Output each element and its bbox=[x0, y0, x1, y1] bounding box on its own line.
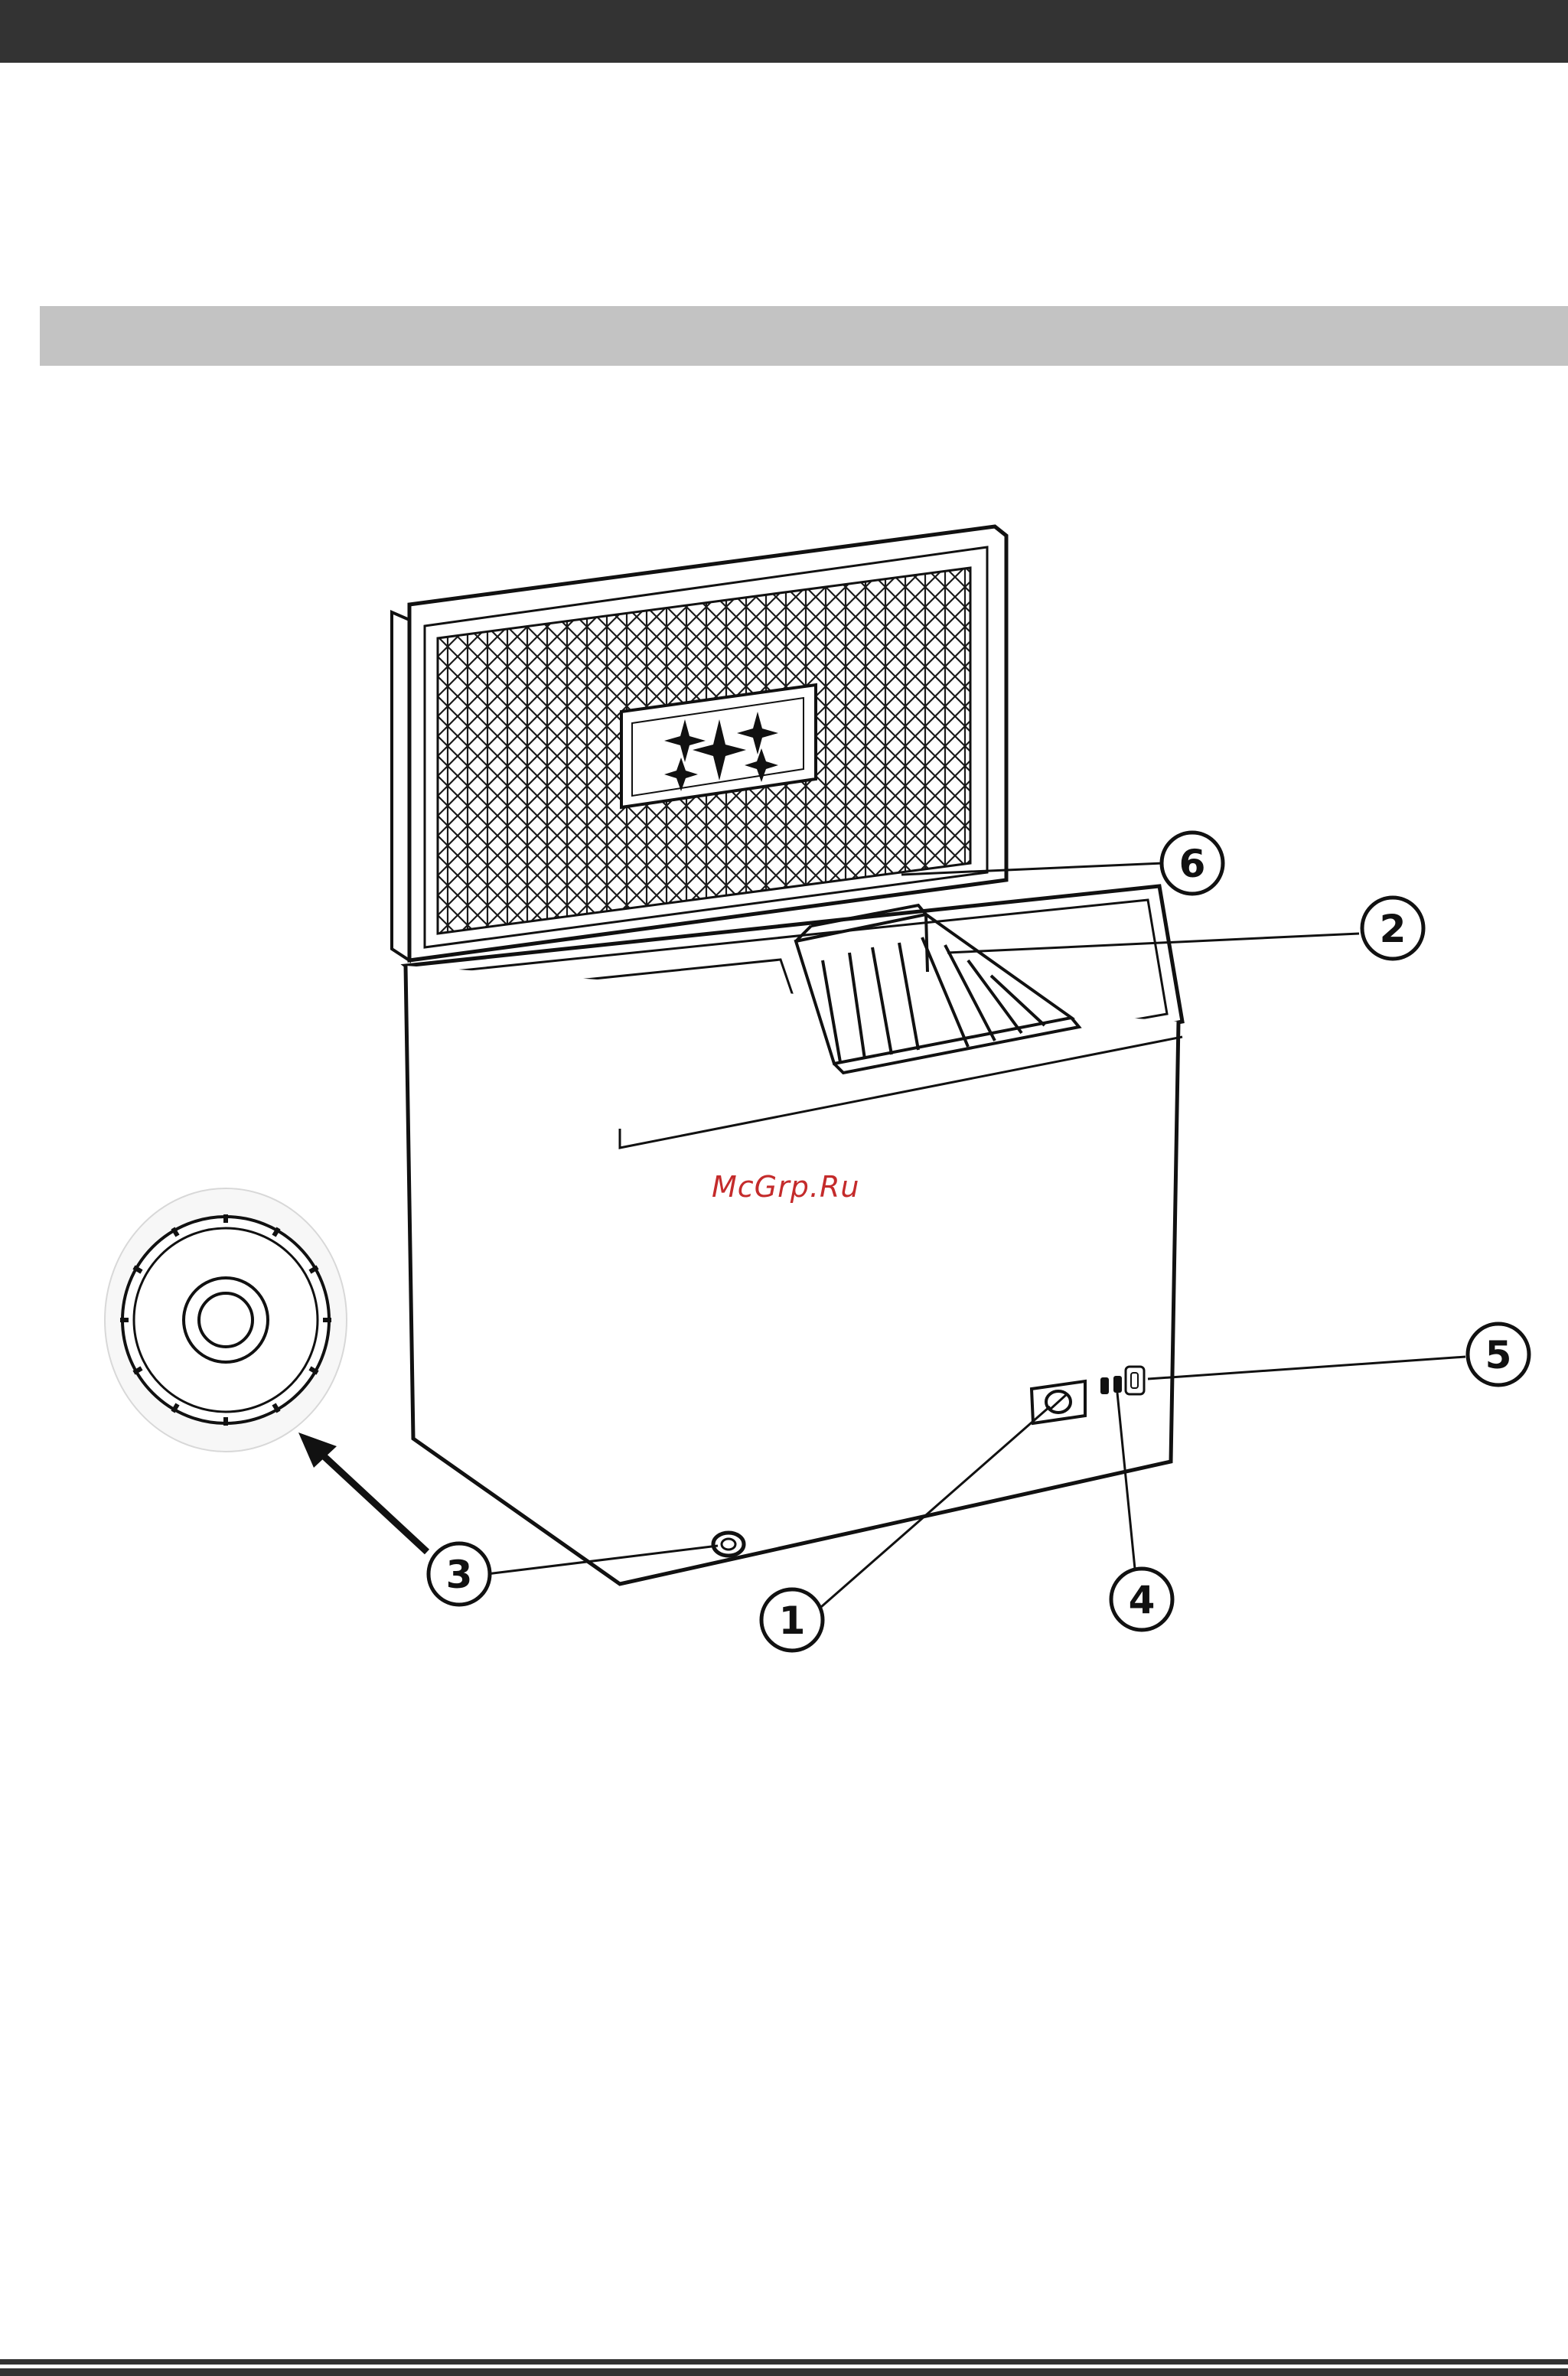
footer-bar bbox=[0, 2368, 1568, 2376]
drain-plug bbox=[713, 1533, 744, 1556]
svg-text:1: 1 bbox=[779, 1599, 806, 1643]
svg-text:6: 6 bbox=[1179, 842, 1206, 886]
callout-3: 3 bbox=[429, 1543, 490, 1605]
freezer-cabinet bbox=[406, 886, 1182, 1584]
callout-6: 6 bbox=[1162, 833, 1223, 894]
callout-2: 2 bbox=[1362, 898, 1423, 959]
drain-plug-detail bbox=[105, 1188, 347, 1452]
svg-text:4: 4 bbox=[1129, 1578, 1156, 1622]
svg-text:3: 3 bbox=[446, 1553, 473, 1597]
callout-4: 4 bbox=[1111, 1569, 1172, 1630]
callout-5: 5 bbox=[1468, 1324, 1529, 1385]
svg-text:2: 2 bbox=[1380, 907, 1407, 951]
arrow-to-detail bbox=[310, 1443, 427, 1552]
svg-text:5: 5 bbox=[1485, 1333, 1512, 1377]
watermark-text: McGrp.Ru bbox=[712, 1170, 859, 1204]
callout-1: 1 bbox=[761, 1589, 823, 1651]
footer-rule bbox=[0, 2359, 1568, 2365]
freezer-lid bbox=[392, 526, 1006, 960]
